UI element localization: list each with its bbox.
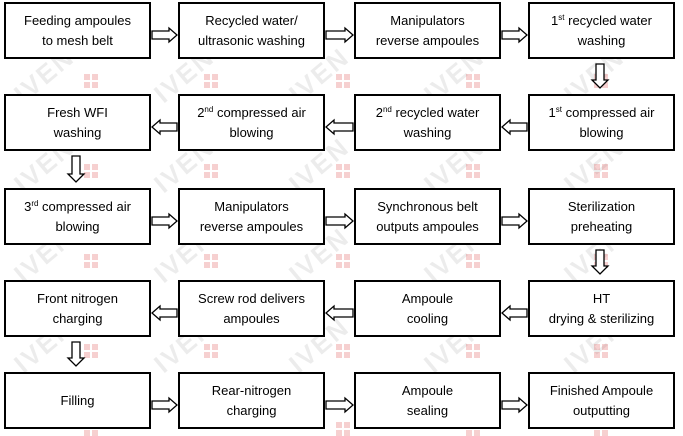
step-label: Manipulators reverse ampoules xyxy=(200,197,303,237)
step-label: Sterilization preheating xyxy=(568,197,635,237)
step-box-20: Finished Ampoule outputting xyxy=(528,372,675,429)
step-label: Feeding ampoules to mesh belt xyxy=(24,11,131,51)
flow-arrow-9 xyxy=(152,214,177,228)
watermark-logo-icon xyxy=(594,74,608,88)
watermark-logo-icon xyxy=(336,254,350,268)
step-label: Ampoule cooling xyxy=(402,289,453,329)
watermark-logo-icon xyxy=(466,74,480,88)
step-label: HT drying & sterilizing xyxy=(549,289,655,329)
flow-arrow-6 xyxy=(326,120,353,134)
step-label: Filling xyxy=(61,391,95,411)
flow-arrow-14 xyxy=(326,306,353,320)
watermark-logo-icon xyxy=(336,422,350,436)
watermark-logo-icon xyxy=(594,344,608,358)
watermark-logo-icon xyxy=(336,164,350,178)
watermark-logo-icon xyxy=(204,164,218,178)
step-box-15: Screw rod delivers ampoules xyxy=(178,280,325,337)
watermark-logo-icon xyxy=(336,74,350,88)
flow-arrow-13 xyxy=(502,306,527,320)
step-label: 1st compressed air blowing xyxy=(549,103,655,143)
step-box-13: HT drying & sterilizing xyxy=(528,280,675,337)
flow-arrow-8 xyxy=(68,156,84,182)
watermark-logo-icon xyxy=(84,254,98,268)
step-box-19: Ampoule sealing xyxy=(354,372,501,429)
step-label: Fresh WFI washing xyxy=(47,103,108,143)
step-box-9: 3rd compressed air blowing xyxy=(4,188,151,245)
step-box-8: Fresh WFI washing xyxy=(4,94,151,151)
watermark-logo-icon xyxy=(336,344,350,358)
watermark-logo-icon xyxy=(594,164,608,178)
watermark-logo-icon xyxy=(84,164,98,178)
step-box-5: 1st compressed air blowing xyxy=(528,94,675,151)
flow-arrow-10 xyxy=(326,214,353,228)
step-label: Front nitrogen charging xyxy=(37,289,118,329)
flow-arrow-2 xyxy=(326,28,353,42)
watermark-logo-icon xyxy=(204,254,218,268)
flow-arrow-11 xyxy=(502,214,527,228)
watermark-logo-icon xyxy=(204,74,218,88)
step-box-12: Sterilization preheating xyxy=(528,188,675,245)
step-label: Screw rod delivers ampoules xyxy=(198,289,305,329)
step-box-6: 2nd recycled water washing xyxy=(354,94,501,151)
step-label: 3rd compressed air blowing xyxy=(24,197,131,237)
step-label: Finished Ampoule outputting xyxy=(550,381,653,421)
step-label: Synchronous belt outputs ampoules xyxy=(376,197,479,237)
flow-arrow-1 xyxy=(152,28,177,42)
step-box-11: Synchronous belt outputs ampoules xyxy=(354,188,501,245)
watermark-logo-icon xyxy=(204,344,218,358)
watermark-logo-icon xyxy=(466,254,480,268)
flow-arrow-15 xyxy=(152,306,177,320)
flow-arrow-12 xyxy=(592,250,608,274)
step-label: 2nd compressed air blowing xyxy=(197,103,306,143)
watermark-logo-icon xyxy=(466,164,480,178)
step-box-3: Manipulators reverse ampoules xyxy=(354,2,501,59)
step-label: 2nd recycled water washing xyxy=(376,103,480,143)
step-label: Recycled water/ ultrasonic washing xyxy=(198,11,305,51)
flow-arrow-7 xyxy=(152,120,177,134)
flow-arrow-5 xyxy=(502,120,527,134)
flow-arrow-3 xyxy=(502,28,527,42)
step-box-17: Filling xyxy=(4,372,151,429)
step-box-4: 1st recycled water washing xyxy=(528,2,675,59)
step-box-16: Front nitrogen charging xyxy=(4,280,151,337)
step-box-14: Ampoule cooling xyxy=(354,280,501,337)
step-box-1: Feeding ampoules to mesh belt xyxy=(4,2,151,59)
step-box-10: Manipulators reverse ampoules xyxy=(178,188,325,245)
step-label: Ampoule sealing xyxy=(402,381,453,421)
step-label: 1st recycled water washing xyxy=(551,11,652,51)
step-label: Manipulators reverse ampoules xyxy=(376,11,479,51)
flow-arrow-16 xyxy=(68,342,84,366)
flow-arrow-18 xyxy=(326,398,353,412)
watermark-logo-icon xyxy=(84,344,98,358)
step-label: Rear-nitrogen charging xyxy=(212,381,292,421)
flow-arrow-4 xyxy=(592,64,608,88)
watermark-logo-icon xyxy=(594,254,608,268)
step-box-2: Recycled water/ ultrasonic washing xyxy=(178,2,325,59)
watermark-logo-icon xyxy=(466,344,480,358)
watermark-logo-icon xyxy=(84,74,98,88)
flow-arrow-19 xyxy=(502,398,527,412)
step-box-7: 2nd compressed air blowing xyxy=(178,94,325,151)
step-box-18: Rear-nitrogen charging xyxy=(178,372,325,429)
flow-arrow-17 xyxy=(152,398,177,412)
